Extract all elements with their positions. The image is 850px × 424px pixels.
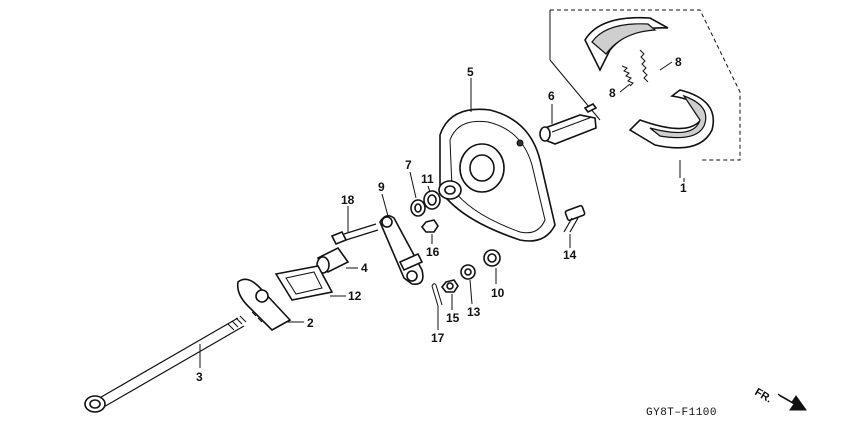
part-label-2: 2: [307, 316, 314, 330]
part-label-4: 4: [361, 261, 368, 275]
part-label-11: 11: [421, 172, 434, 186]
part-label-10: 10: [491, 286, 505, 300]
stopper-arm: [236, 278, 292, 331]
front-arrow-icon: [777, 393, 807, 411]
part-label-18: 18: [341, 193, 355, 207]
part-labels: 1 2 3 4 5 6 7 8 8 9 10 11 12 13 14 15 16…: [196, 55, 687, 384]
part-label-7: 7: [405, 158, 412, 172]
front-direction-marker: FR.: [753, 386, 807, 411]
part-label-13: 13: [467, 305, 481, 319]
part-label-14: 14: [563, 248, 577, 262]
part-label-9: 9: [378, 180, 385, 194]
part-label-5: 5: [467, 65, 474, 79]
felt-seal: [410, 199, 426, 217]
part-label-1: 1: [680, 181, 687, 195]
leader-lines: [199, 61, 685, 368]
rear-axle: [84, 315, 247, 413]
wear-indicator-washer: [483, 249, 501, 267]
brake-arm-nut: [420, 219, 439, 233]
part-label-3: 3: [196, 370, 203, 384]
arm-bolt: [330, 223, 379, 246]
part-label-17: 17: [431, 331, 445, 345]
part-label-6: 6: [548, 89, 555, 103]
collar: [316, 246, 350, 274]
panel-bolt: [563, 204, 586, 233]
drawing-code: GY8T–F1100: [646, 407, 717, 419]
stopper-plate: [274, 265, 334, 301]
part-label-8-upper: 8: [675, 55, 682, 69]
brake-shoe-lower: [628, 89, 714, 149]
shoe-spring-upper: [639, 49, 649, 83]
front-label: FR.: [753, 386, 774, 405]
part-label-16: 16: [426, 245, 440, 259]
brake-shoe-upper: [584, 16, 669, 72]
part-label-8-lower: 8: [609, 86, 616, 100]
dust-seal: [423, 190, 441, 210]
brake-arm: [379, 214, 424, 286]
brake-panel: [438, 108, 556, 242]
part-label-15: 15: [446, 311, 460, 325]
brake-shoe-group-outline: [549, 9, 741, 178]
brake-cam: [539, 102, 598, 145]
plain-washer: [460, 264, 476, 280]
cotter-pin: [431, 283, 443, 307]
shoe-spring-lower: [621, 65, 634, 87]
part-label-12: 12: [348, 289, 362, 303]
cam-nut: [440, 279, 459, 293]
